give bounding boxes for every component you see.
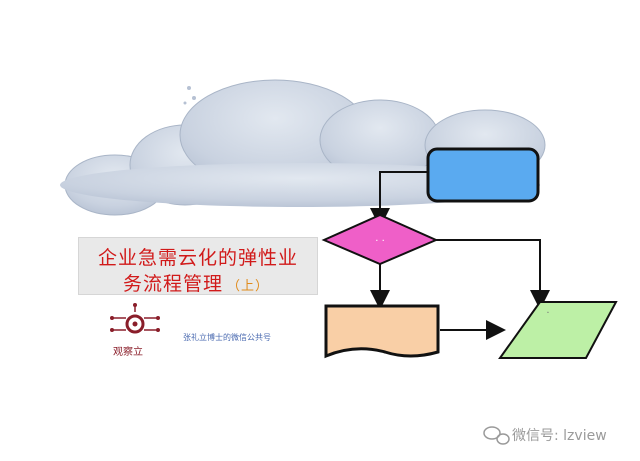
- watermark-text: 微信号: lzview: [512, 428, 607, 444]
- title-box: 企业急需云化的弹性业 务流程管理 （上）: [78, 237, 318, 295]
- wechat-icon: [483, 426, 510, 445]
- data-text: ·: [546, 308, 549, 319]
- title-line-2: 务流程管理 （上）: [77, 269, 315, 296]
- logo-label: 观察立: [113, 347, 143, 358]
- title-suffix: （上）: [227, 279, 270, 294]
- logo-icon: [110, 303, 160, 334]
- process-box: [426, 147, 540, 203]
- document-shape: [324, 304, 440, 359]
- connector-decision-to-data: [436, 239, 550, 310]
- connectors: [370, 171, 550, 340]
- title-line-1: 企业急需云化的弹性业: [97, 247, 298, 269]
- data-parallelogram: [498, 301, 618, 359]
- decision-diamond: [321, 213, 439, 266]
- subtitle-link: 张礼立博士的微信公共号: [183, 333, 271, 342]
- decision-text: · ·: [375, 236, 385, 247]
- connector-process-to-decision: [370, 171, 428, 228]
- title-line-2-text: 务流程管理: [122, 273, 223, 295]
